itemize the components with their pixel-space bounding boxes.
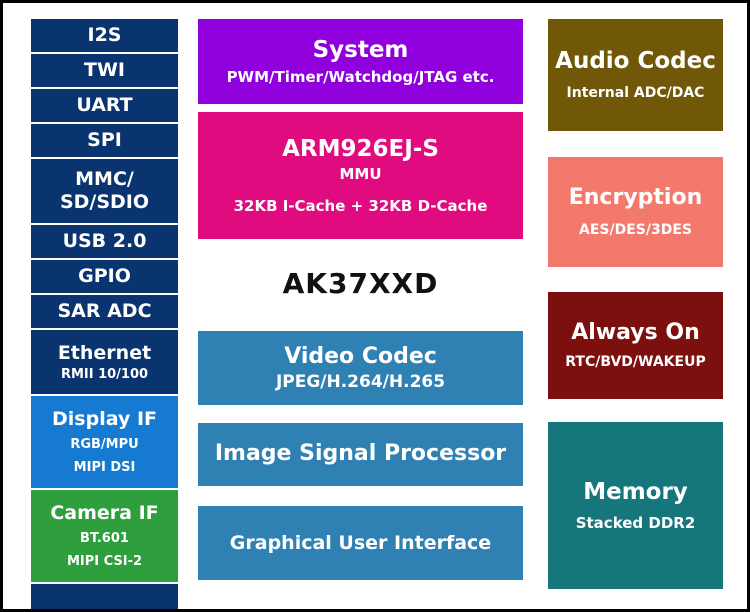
block-camera-if-sublabel-1: BT.601 — [80, 530, 129, 546]
block-audio-codec-subtitle: Internal ADC/DAC — [566, 85, 705, 102]
block-twi-label: TWI — [84, 59, 125, 82]
block-ethernet: Ethernet RMII 10/100 — [31, 330, 178, 394]
block-mmc-label-line1: MMC/ — [75, 168, 134, 191]
block-video-codec-title: Video Codec — [284, 343, 437, 369]
block-ethernet-sublabel: RMII 10/100 — [60, 366, 149, 382]
block-ethernet-label: Ethernet — [57, 341, 152, 364]
block-gpio-label: GPIO — [78, 265, 131, 288]
block-spi-label: SPI — [87, 129, 122, 152]
block-always-on-title: Always On — [571, 319, 700, 345]
block-twi: TWI — [31, 54, 178, 87]
block-uart: UART — [31, 89, 178, 122]
block-display-if-label: Display IF — [52, 408, 157, 430]
block-system: System PWM/Timer/Watchdog/JTAG etc. — [198, 19, 523, 104]
block-display-if-sublabel-2: MIPI DSI — [73, 460, 136, 476]
block-encryption-subtitle: AES/DES/3DES — [579, 221, 692, 238]
block-isp-title: Image Signal Processor — [214, 441, 507, 467]
block-cpu: ARM926EJ-S MMU 32KB I-Cache + 32KB D-Cac… — [198, 112, 523, 239]
block-usb-label: USB 2.0 — [62, 230, 147, 253]
block-camera-if-sublabel-2: MIPI CSI-2 — [66, 554, 143, 570]
block-gpio: GPIO — [31, 260, 178, 293]
block-bottom-partial — [31, 584, 178, 609]
block-camera-if-label: Camera IF — [50, 502, 159, 524]
block-system-title: System — [312, 36, 409, 63]
block-i2s: I2S — [31, 19, 178, 52]
block-video-codec: Video Codec JPEG/H.264/H.265 — [198, 331, 523, 405]
block-encryption: Encryption AES/DES/3DES — [548, 157, 723, 267]
block-camera-if: Camera IF BT.601 MIPI CSI-2 — [31, 490, 178, 582]
block-memory: Memory Stacked DDR2 — [548, 422, 723, 589]
block-mmc-label-line2: SD/SDIO — [59, 191, 150, 213]
block-usb: USB 2.0 — [31, 225, 178, 258]
block-encryption-title: Encryption — [568, 185, 703, 211]
block-uart-label: UART — [76, 94, 133, 117]
block-always-on: Always On RTC/BVD/WAKEUP — [548, 292, 723, 399]
block-audio-codec: Audio Codec Internal ADC/DAC — [548, 19, 723, 131]
block-cpu-mmu-label: MMU — [339, 165, 382, 184]
block-display-if-sublabel-1: RGB/MPU — [70, 436, 139, 452]
block-display-if: Display IF RGB/MPU MIPI DSI — [31, 396, 178, 488]
block-spi: SPI — [31, 124, 178, 157]
block-memory-title: Memory — [583, 478, 688, 505]
block-mmc-sd-sdio: MMC/ SD/SDIO — [31, 159, 178, 223]
block-always-on-subtitle: RTC/BVD/WAKEUP — [565, 354, 706, 371]
block-sar-adc: SAR ADC — [31, 295, 178, 328]
block-image-signal-processor: Image Signal Processor — [198, 423, 523, 486]
block-gui-title: Graphical User Interface — [229, 531, 492, 554]
block-system-subtitle: PWM/Timer/Watchdog/JTAG etc. — [226, 68, 495, 87]
block-cpu-cache-label: 32KB I-Cache + 32KB D-Cache — [233, 197, 488, 216]
block-i2s-label: I2S — [87, 24, 122, 47]
block-audio-codec-title: Audio Codec — [555, 47, 716, 74]
block-video-codec-subtitle: JPEG/H.264/H.265 — [275, 372, 446, 392]
chip-name-label: AK37XXD — [282, 266, 439, 300]
block-graphical-user-interface: Graphical User Interface — [198, 506, 523, 580]
block-cpu-title: ARM926EJ-S — [282, 135, 439, 162]
block-memory-subtitle: Stacked DDR2 — [575, 514, 696, 533]
block-sar-adc-label: SAR ADC — [57, 300, 152, 323]
